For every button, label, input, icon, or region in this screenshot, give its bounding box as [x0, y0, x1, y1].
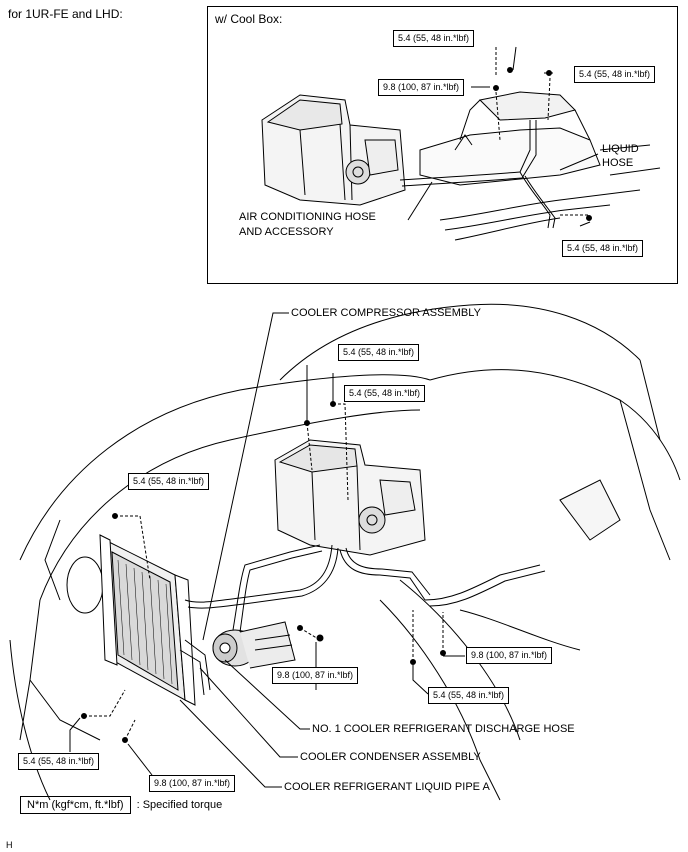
torque-legend: N*m (kgf*cm, ft.*lbf) : Specified torque [20, 796, 222, 814]
torque-callout: 5.4 (55, 48 in.*lbf) [393, 30, 475, 47]
torque-callout: 5.4 (55, 48 in.*lbf) [574, 66, 656, 83]
torque-callout: 5.4 (55, 48 in.*lbf) [338, 344, 420, 361]
condenser-label: COOLER CONDENSER ASSEMBLY [300, 751, 481, 763]
torque-callout: 9.8 (100, 87 in.*lbf) [378, 79, 465, 96]
ac-hose-label: AND ACCESSORY [239, 226, 334, 238]
liquid-hose-label: HOSE [602, 157, 634, 169]
torque-callout: 5.4 (55, 48 in.*lbf) [128, 473, 210, 490]
cool-box-inset [207, 6, 678, 284]
legend-unit: N*m (kgf*cm, ft.*lbf) [20, 796, 131, 814]
torque-callout: 5.4 (55, 48 in.*lbf) [344, 385, 426, 402]
compressor-label: COOLER COMPRESSOR ASSEMBLY [291, 307, 481, 319]
torque-callout: 9.8 (100, 87 in.*lbf) [272, 667, 359, 684]
torque-callout: 9.8 (100, 87 in.*lbf) [149, 775, 236, 792]
inset-title: w/ Cool Box: [215, 12, 283, 26]
ac-hose-label: AIR CONDITIONING HOSE [239, 211, 376, 223]
torque-callout: 5.4 (55, 48 in.*lbf) [18, 753, 100, 770]
torque-callout: 5.4 (55, 48 in.*lbf) [562, 240, 644, 257]
figure-code: H [6, 840, 13, 850]
legend-description: : Specified torque [136, 799, 223, 811]
discharge-hose-label: NO. 1 COOLER REFRIGERANT DISCHARGE HOSE [312, 723, 575, 735]
torque-callout: 9.8 (100, 87 in.*lbf) [466, 647, 553, 664]
liquid-pipe-label: COOLER REFRIGERANT LIQUID PIPE A [284, 781, 490, 793]
page-title: for 1UR-FE and LHD: [8, 7, 123, 21]
torque-callout: 5.4 (55, 48 in.*lbf) [428, 687, 510, 704]
liquid-hose-label: LIQUID [602, 143, 639, 155]
